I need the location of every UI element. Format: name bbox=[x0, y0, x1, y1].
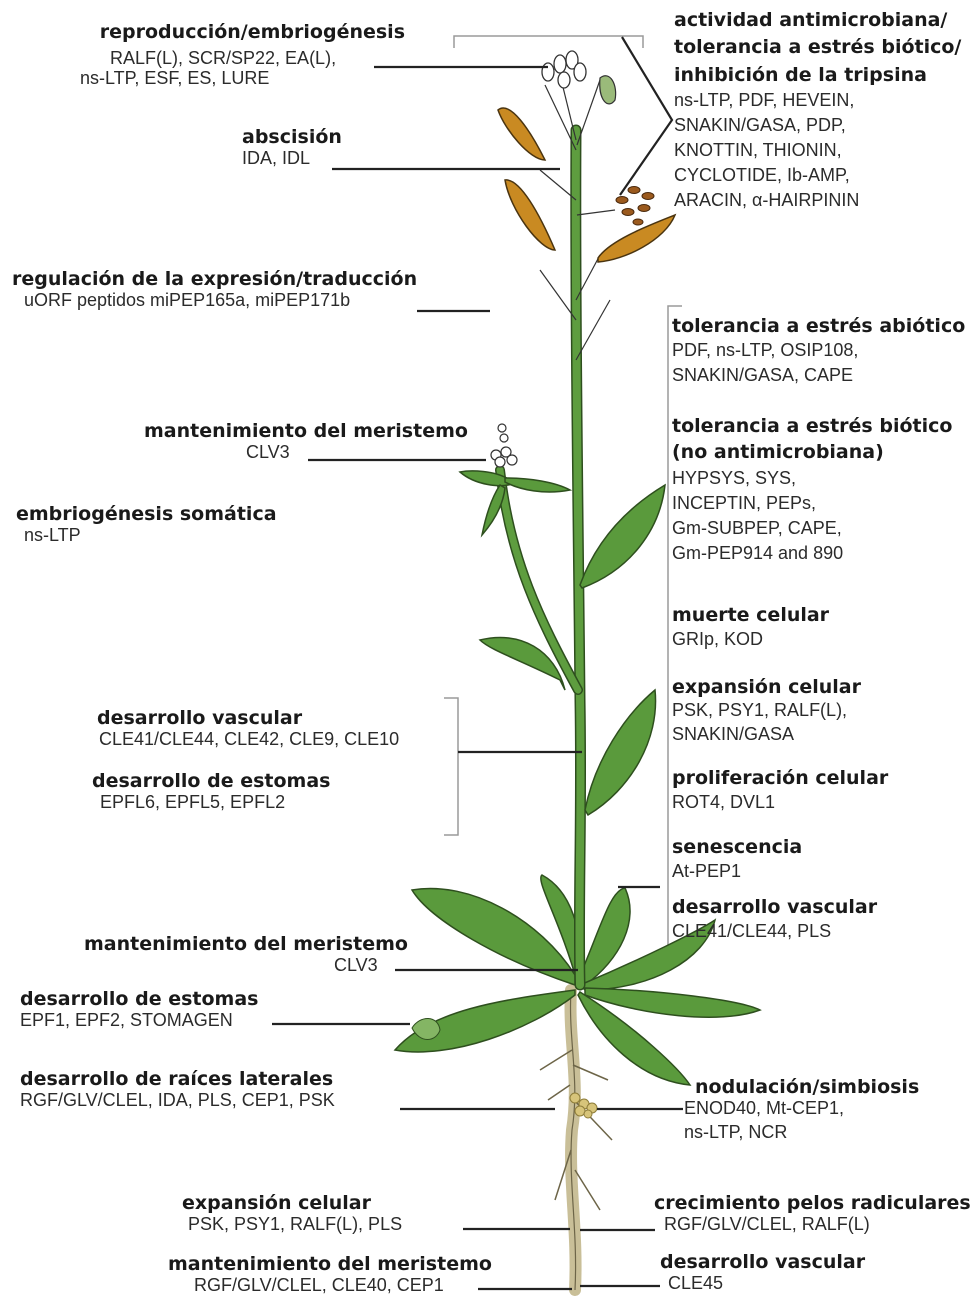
label-embriogenesis-somatica: embriogénesis somática ns-LTP bbox=[16, 504, 277, 545]
label-expansion-raiz: expansión celular PSK, PSY1, RALF(L), PL… bbox=[182, 1193, 402, 1234]
gene-list: CLV3 bbox=[246, 442, 468, 462]
inflorescence-bracket bbox=[454, 36, 643, 48]
gene-list: PSK, PSY1, RALF(L), PLS bbox=[188, 1214, 402, 1234]
label-title: (no antimicrobiana) bbox=[672, 442, 952, 463]
label-title: desarrollo de raíces laterales bbox=[20, 1069, 335, 1090]
label-title: nodulación/simbiosis bbox=[695, 1077, 919, 1098]
label-title: mantenimiento del meristemo bbox=[144, 421, 468, 442]
vascular-bracket bbox=[444, 698, 458, 835]
label-title: abscisión bbox=[242, 127, 342, 148]
gene-list: CLE45 bbox=[668, 1273, 865, 1293]
gene-list: RGF/GLV/CLEL, IDA, PLS, CEP1, PSK bbox=[20, 1090, 335, 1110]
gene-list: ns-LTP, ESF, ES, LURE bbox=[80, 68, 336, 88]
label-title: tolerancia a estrés abiótico bbox=[672, 316, 965, 337]
label-abscision: abscisión IDA, IDL bbox=[242, 127, 342, 168]
label-title: muerte celular bbox=[672, 605, 829, 626]
label-title: desarrollo vascular bbox=[97, 708, 399, 729]
label-reproduccion: reproducción/embriogénesis bbox=[60, 22, 405, 43]
label-title: expansión celular bbox=[672, 677, 861, 698]
gene-list: PSK, PSY1, RALF(L), bbox=[672, 700, 861, 720]
label-title: expansión celular bbox=[182, 1193, 402, 1214]
label-muerte-celular: muerte celular GRIp, KOD bbox=[672, 605, 829, 649]
label-title: desarrollo vascular bbox=[672, 897, 877, 918]
gene-list: EPFL6, EPFL5, EPFL2 bbox=[100, 792, 330, 812]
label-title: regulación de la expresión/traducción bbox=[12, 269, 417, 290]
label-estres-abiotico: tolerancia a estrés abiótico PDF, ns-LTP… bbox=[672, 316, 965, 386]
gene-list: ns-LTP, PDF, HEVEIN, bbox=[674, 90, 961, 110]
green-silique bbox=[600, 76, 616, 104]
siliques bbox=[498, 108, 675, 262]
genes-reproduccion: RALF(L), SCR/SP22, EA(L), ns-LTP, ESF, E… bbox=[110, 48, 336, 88]
label-title: desarrollo vascular bbox=[660, 1252, 865, 1273]
label-pelos-radiculares: crecimiento pelos radiculares RGF/GLV/CL… bbox=[654, 1193, 971, 1234]
gene-list: GRIp, KOD bbox=[672, 629, 829, 649]
gene-list: ENOD40, Mt-CEP1, bbox=[684, 1098, 919, 1118]
label-title: actividad antimicrobiana/ bbox=[674, 10, 961, 31]
gene-list: PDF, ns-LTP, OSIP108, bbox=[672, 340, 965, 360]
gene-list: INCEPTIN, PEPs, bbox=[672, 493, 952, 513]
gene-list: CYCLOTIDE, Ib-AMP, bbox=[674, 165, 961, 185]
gene-list: RALF(L), SCR/SP22, EA(L), bbox=[110, 48, 336, 68]
gene-list: Gm-SUBPEP, CAPE, bbox=[672, 518, 952, 538]
label-title: senescencia bbox=[672, 837, 802, 858]
label-title: tolerancia a estrés biótico bbox=[672, 416, 952, 437]
gene-list: ROT4, DVL1 bbox=[672, 792, 888, 812]
cauline-leaves bbox=[460, 471, 665, 815]
gene-list: RGF/GLV/CLEL, CLE40, CEP1 bbox=[194, 1275, 492, 1295]
label-title: inhibición de la tripsina bbox=[674, 65, 961, 86]
label-estomas-rosette: desarrollo de estomas EPF1, EPF2, STOMAG… bbox=[20, 989, 258, 1030]
label-title: desarrollo de estomas bbox=[20, 989, 258, 1010]
label-desarrollo-estomas-left: desarrollo de estomas EPFL6, EPFL5, EPFL… bbox=[92, 771, 330, 812]
gene-list: At-PEP1 bbox=[672, 861, 802, 881]
top-flowers bbox=[542, 51, 586, 88]
gene-list: CLV3 bbox=[334, 955, 408, 975]
gene-list: KNOTTIN, THIONIN, bbox=[674, 140, 961, 160]
gene-list: ns-LTP bbox=[24, 525, 277, 545]
gene-list: Gm-PEP914 and 890 bbox=[672, 543, 952, 563]
branch-flowers bbox=[491, 424, 517, 467]
label-title: desarrollo de estomas bbox=[92, 771, 330, 792]
gene-list: ns-LTP, NCR bbox=[684, 1122, 919, 1142]
label-title: mantenimiento del meristemo bbox=[168, 1254, 492, 1275]
label-senescencia: senescencia At-PEP1 bbox=[672, 837, 802, 881]
label-vascular-right: desarrollo vascular CLE41/CLE44, PLS bbox=[672, 897, 877, 941]
label-raices-laterales: desarrollo de raíces laterales RGF/GLV/C… bbox=[20, 1069, 335, 1110]
label-title: proliferación celular bbox=[672, 768, 888, 789]
gene-list: SNAKIN/GASA, CAPE bbox=[672, 365, 965, 385]
label-title: crecimiento pelos radiculares bbox=[654, 1193, 971, 1214]
label-meristemo-mid: mantenimiento del meristemo CLV3 bbox=[84, 934, 408, 975]
label-vascular-root: desarrollo vascular CLE45 bbox=[660, 1252, 865, 1293]
label-desarrollo-vascular-left: desarrollo vascular CLE41/CLE44, CLE42, … bbox=[97, 708, 399, 749]
label-antimicrobiana: actividad antimicrobiana/ tolerancia a e… bbox=[674, 10, 961, 211]
gene-list: ARACIN, α-HAIRPININ bbox=[674, 190, 961, 210]
label-title: reproducción/embriogénesis bbox=[60, 22, 405, 43]
gene-list: HYPSYS, SYS, bbox=[672, 468, 952, 488]
gene-list: CLE41/CLE44, CLE42, CLE9, CLE10 bbox=[99, 729, 399, 749]
label-title: mantenimiento del meristemo bbox=[84, 934, 408, 955]
label-proliferacion: proliferación celular ROT4, DVL1 bbox=[672, 768, 888, 812]
gene-list: RGF/GLV/CLEL, RALF(L) bbox=[664, 1214, 971, 1234]
gene-list: SNAKIN/GASA, PDP, bbox=[674, 115, 961, 135]
label-meristemo-raiz: mantenimiento del meristemo RGF/GLV/CLEL… bbox=[168, 1254, 492, 1295]
label-nodulacion: nodulación/simbiosis ENOD40, Mt-CEP1, ns… bbox=[695, 1077, 919, 1143]
label-title: embriogénesis somática bbox=[16, 504, 277, 525]
label-meristemo-top: mantenimiento del meristemo CLV3 bbox=[144, 421, 468, 462]
label-estres-biotico: tolerancia a estrés biótico (no antimicr… bbox=[672, 416, 952, 563]
gene-list: CLE41/CLE44, PLS bbox=[672, 921, 877, 941]
gene-list: EPF1, EPF2, STOMAGEN bbox=[20, 1010, 258, 1030]
gene-list: uORF peptidos miPEP165a, miPEP171b bbox=[24, 290, 417, 310]
gene-list: IDA, IDL bbox=[242, 148, 342, 168]
label-regulacion: regulación de la expresión/traducción uO… bbox=[12, 269, 417, 310]
label-title: tolerancia a estrés biótico/ bbox=[674, 37, 961, 58]
gene-list: SNAKIN/GASA bbox=[672, 724, 861, 744]
root-system bbox=[540, 990, 612, 1290]
label-expansion-celular-right: expansión celular PSK, PSY1, RALF(L), SN… bbox=[672, 677, 861, 745]
